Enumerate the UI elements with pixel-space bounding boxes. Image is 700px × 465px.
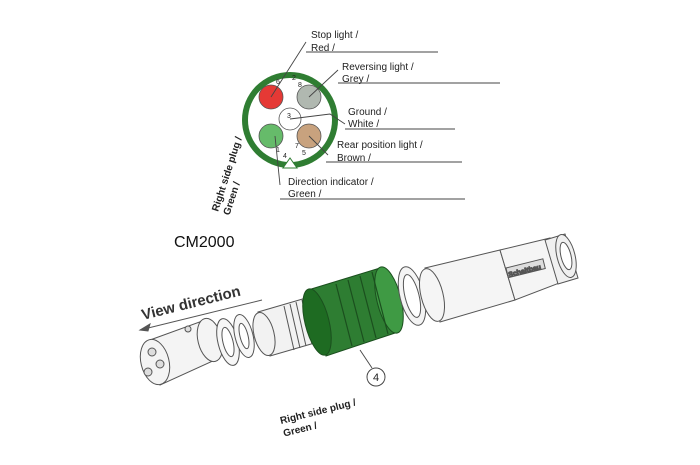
pin-number-stop: 6 [276, 79, 280, 86]
bottom-label-line1: Right side plug / [279, 397, 357, 427]
pin-number-reverse-b: 8 [298, 82, 302, 89]
callout: 4 [359, 349, 386, 387]
green-cap [302, 266, 404, 357]
seal-rings [216, 314, 255, 366]
pin-direction-indicator [258, 123, 284, 149]
leader-stop [270, 41, 307, 98]
callout-number: 4 [373, 372, 379, 384]
rear-grommet [544, 233, 579, 285]
pin-number-ground: 3 [287, 113, 291, 120]
leader-lines [270, 41, 500, 200]
label-stop-line2: Red / [311, 43, 335, 54]
clamp-ring [397, 266, 427, 326]
pin-number-direction-b: 4 [283, 153, 287, 160]
label-direction-line1: Direction indicator / [288, 177, 374, 188]
label-reverse-line2: Grey / [342, 74, 369, 85]
label-direction-line2: Green / [288, 189, 322, 200]
housing-body: Schaltbau [418, 237, 563, 323]
label-rear-line2: Brown / [337, 153, 371, 164]
key-notch [282, 157, 298, 169]
label-rear-line1: Rear position light / [337, 140, 423, 151]
label-ground-line2: White / [348, 119, 379, 130]
leader-direction [274, 135, 281, 186]
label-ground-line1: Ground / [348, 107, 387, 118]
leader-reverse [308, 69, 339, 98]
pin-number-rear-a: 7 [295, 143, 299, 150]
pin-labels: Stop light / Red / Reversing light / Gre… [288, 30, 423, 200]
leader-ground [289, 113, 346, 125]
label-stop-line1: Stop light / [311, 30, 358, 41]
leader-rear [308, 135, 329, 156]
pin-number-direction-a: 1 [276, 147, 280, 154]
view-direction-arrow [138, 299, 263, 332]
pin-number-reverse-a: 2 [292, 75, 296, 82]
pin-number-rear-b: 5 [302, 150, 306, 157]
bottom-label: Right side plug / Green / [279, 397, 357, 439]
label-reverse-line1: Reversing light / [342, 62, 414, 73]
model-title: CM2000 [174, 234, 235, 251]
pin-face: 6 2 8 3 7 5 1 4 [242, 72, 338, 169]
side-label: Right side plug / Green / [210, 135, 245, 216]
